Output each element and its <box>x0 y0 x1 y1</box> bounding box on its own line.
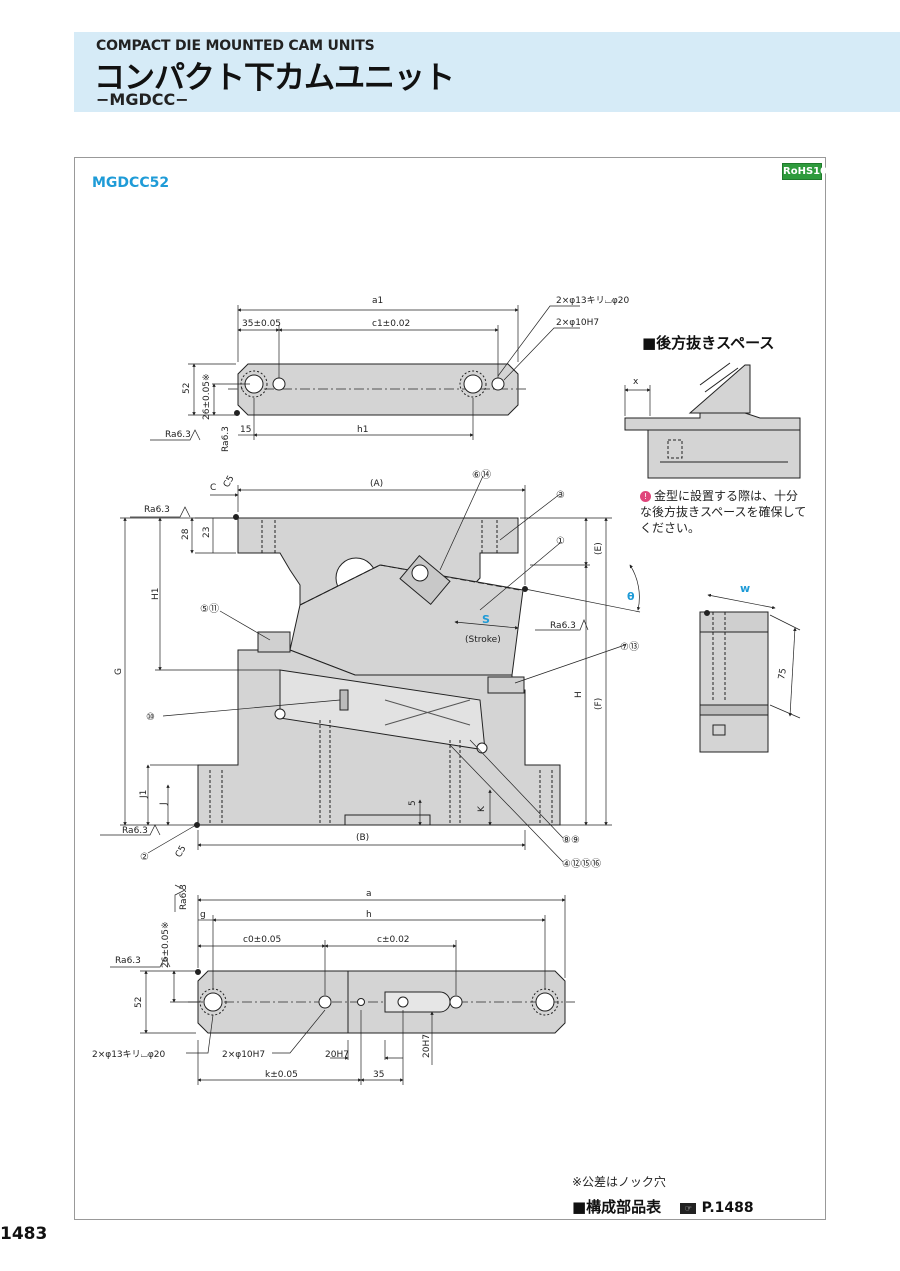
dim-52-bottom: 52 <box>134 997 144 1008</box>
dim-J1: J1 <box>139 790 149 799</box>
part-6-14: ⑥⑭ <box>472 469 491 481</box>
page-number: 1483 <box>0 1224 48 1244</box>
dim-15: 15 <box>240 425 251 435</box>
part-1: ① <box>556 536 565 547</box>
model-number: MGDCC52 <box>92 175 170 191</box>
part-2: ② <box>140 852 149 863</box>
dim-x: x <box>633 377 639 387</box>
note-holes-bottom-b: 2×φ10H7 <box>222 1050 265 1060</box>
roughness-top: Ra6.3 <box>165 430 191 440</box>
part-4-12-15-16: ④⑫⑮⑯ <box>562 858 601 870</box>
dim-52-top: 52 <box>182 383 192 394</box>
dim-E: (E) <box>594 542 604 555</box>
dim-a1: a1 <box>372 296 383 306</box>
roughness-bottom-top: Ra6.3 <box>179 884 189 910</box>
dim-w: w <box>740 582 750 595</box>
dim-c0: c0±0.05 <box>243 935 281 945</box>
top-plate-labels: a1 35±0.05 c1±0.02 2×φ13キリ⌴φ20 2×φ10H7 1… <box>165 296 630 452</box>
bottom-plate-view <box>188 969 575 1034</box>
front-view-dims <box>100 475 641 863</box>
dim-J: J <box>159 802 169 806</box>
dim-k: k±0.05 <box>265 1070 298 1080</box>
dim-h1: h1 <box>357 425 368 435</box>
dim-G: G <box>114 668 124 675</box>
note-holes-top-b: 2×φ10H7 <box>556 318 599 328</box>
part-8-9: ⑧⑨ <box>562 835 580 846</box>
drawing-frame <box>74 157 826 1220</box>
dim-20h7-vertical: 20H7 <box>422 1034 432 1058</box>
part-3: ③ <box>556 490 565 501</box>
dim-26-bottom: 26±0.05※ <box>161 921 171 968</box>
dim-K: K <box>477 805 487 812</box>
dim-c: c±0.02 <box>377 935 410 945</box>
dim-75: 75 <box>777 668 789 681</box>
rear-space-title: ■後方抜きスペース <box>642 334 775 352</box>
note-holes-top-a: 2×φ13キリ⌴φ20 <box>556 296 630 306</box>
dim-theta: θ <box>627 590 635 603</box>
side-detail-view <box>699 593 801 753</box>
bottom-plate-dims <box>110 884 566 1085</box>
dim-26-top: 26±0.05※ <box>202 373 212 420</box>
header-band <box>74 32 900 112</box>
rear-space-note-text: 金型に設置する際は、十分な後方抜きスペースを確保してください。 <box>640 489 807 535</box>
dim-g: g <box>200 910 206 920</box>
dim-35: 35±0.05 <box>242 319 281 329</box>
page-ref-icon: ☞ <box>680 1203 697 1214</box>
dim-F: (F) <box>594 698 604 710</box>
parts-table-ref: ■構成部品表 ☞ P.1488 <box>572 1196 754 1217</box>
front-view-labels: (A) C C5 28 23 H1 G (E) (F) H θ S (Strok… <box>114 469 639 870</box>
dim-35-bottom: 35 <box>373 1070 384 1080</box>
note-holes-bottom-a: 2×φ13キリ⌴φ20 <box>92 1050 166 1060</box>
roughness-bottom: Ra6.3 <box>115 956 141 966</box>
stroke-label: (Stroke) <box>465 635 501 645</box>
title-english: COMPACT DIE MOUNTED CAM UNITS <box>96 38 375 54</box>
dim-5: 5 <box>408 800 418 806</box>
part-10: ⑩ <box>146 712 155 723</box>
dim-23: 23 <box>202 527 212 538</box>
dim-20h7-horizontal: 20H7 <box>325 1050 349 1060</box>
dim-28: 28 <box>181 528 191 540</box>
dim-C5-bottom: C5 <box>174 844 189 859</box>
rear-space-note: !金型に設置する際は、十分な後方抜きスペースを確保してください。 <box>640 488 808 536</box>
part-7-13: ⑦⑬ <box>620 641 639 653</box>
dim-H1: H1 <box>151 588 161 601</box>
parts-table-label: ■構成部品表 <box>572 1198 662 1216</box>
roughness-front-top: Ra6.3 <box>144 505 170 515</box>
part-5-11: ⑤⑪ <box>200 603 219 615</box>
rohs-badge: RoHS10 <box>782 163 827 180</box>
dim-C5-top: C5 <box>222 474 237 489</box>
dim-A: (A) <box>370 479 383 489</box>
info-icon: ! <box>640 491 651 502</box>
roughness-front-right: Ra6.3 <box>550 621 576 631</box>
roughness-front-bottom: Ra6.3 <box>122 826 148 836</box>
rear-space-view <box>624 362 801 479</box>
dim-C: C <box>210 483 216 493</box>
tolerance-note: ※公差はノック穴 <box>572 1175 666 1189</box>
page-ref-link[interactable]: P.1488 <box>701 1200 754 1216</box>
top-plate-view <box>150 305 580 441</box>
bottom-plate-labels: a g h c0±0.05 c±0.02 52 26±0.05※ Ra6.3 R… <box>92 884 432 1080</box>
dim-c1: c1±0.02 <box>372 319 410 329</box>
front-view <box>194 514 561 828</box>
dim-a: a <box>366 889 372 899</box>
dim-S: S <box>482 613 490 626</box>
title-japanese: コンパクト下カムユニット <box>94 60 455 96</box>
side-detail-labels: w 75 <box>740 582 789 681</box>
dim-h: h <box>366 910 372 920</box>
dim-H: H <box>574 691 584 698</box>
dim-B: (B) <box>356 833 369 843</box>
series-code: −MGDCC− <box>96 90 189 109</box>
roughness-top-side: Ra6.3 <box>221 426 231 452</box>
